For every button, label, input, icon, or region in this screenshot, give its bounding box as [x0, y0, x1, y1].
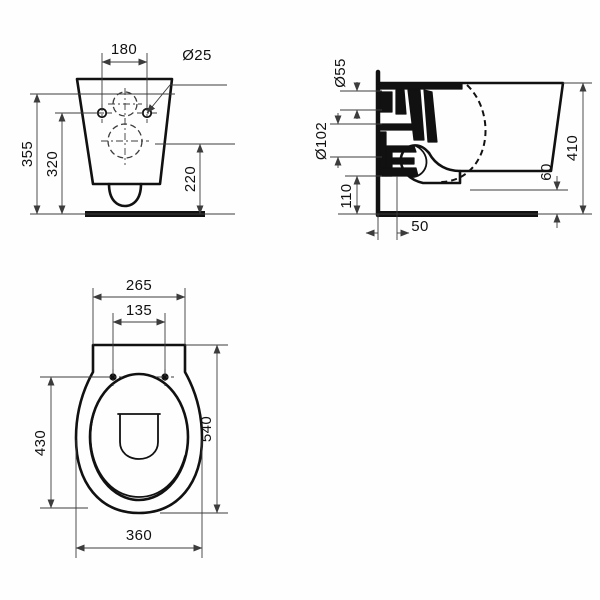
- side-bracket-block-b: [395, 89, 407, 115]
- side-60-label: 60: [538, 163, 555, 181]
- side-50-label: 50: [411, 218, 429, 235]
- front-180-label: 180: [111, 41, 137, 58]
- plan-view: 265 135 430 540 360: [32, 277, 228, 558]
- front-355-label: 355: [19, 141, 36, 167]
- plan-265-label: 265: [126, 277, 152, 294]
- side-d102-label: Ø102: [313, 122, 330, 160]
- plan-540-label: 540: [198, 416, 215, 442]
- front-220-label: 220: [182, 166, 199, 192]
- plan-pan-outline: [74, 343, 204, 515]
- front-outlet-bump: [107, 182, 143, 208]
- side-d55-label: Ø55: [332, 58, 349, 88]
- plan-135-label: 135: [126, 302, 152, 319]
- side-outlet-curve: [411, 145, 428, 178]
- front-d25-leader: [146, 84, 227, 114]
- front-320-label: 320: [44, 151, 61, 177]
- side-inlet-duct-wall: [423, 89, 438, 143]
- side-mid-rib: [379, 123, 413, 131]
- side-410-label: 410: [564, 135, 581, 161]
- side-bowl-hidden-outline: [439, 84, 487, 183]
- side-elevation-view: Ø55 Ø102 110 50 410 60: [313, 58, 592, 240]
- front-elevation-view: 180 Ø25 355 320 220: [19, 41, 235, 217]
- front-d25-label: Ø25: [182, 47, 212, 64]
- side-110-label: 110: [338, 183, 355, 208]
- plan-430-label: 430: [32, 430, 49, 456]
- side-outlet-spigot-mid: [391, 157, 415, 165]
- front-outlet-centermark: [101, 118, 149, 165]
- side-pan-base-curve: [399, 144, 462, 185]
- front-flush-inlet-centermark: [108, 88, 142, 121]
- side-outlet-spigot-lower: [379, 167, 419, 177]
- front-pan-outline: [75, 77, 174, 186]
- plan-flush-channel: [119, 414, 159, 460]
- side-inlet-duct: [407, 89, 425, 141]
- side-top-flange: [379, 82, 463, 90]
- front-flush-inlet-circle: [112, 91, 138, 117]
- plan-360-label: 360: [126, 527, 152, 544]
- side-bracket-block-a: [379, 91, 393, 113]
- side-pan-outer-profile: [376, 81, 565, 173]
- plan-bowl-rim-inner: [89, 409, 186, 498]
